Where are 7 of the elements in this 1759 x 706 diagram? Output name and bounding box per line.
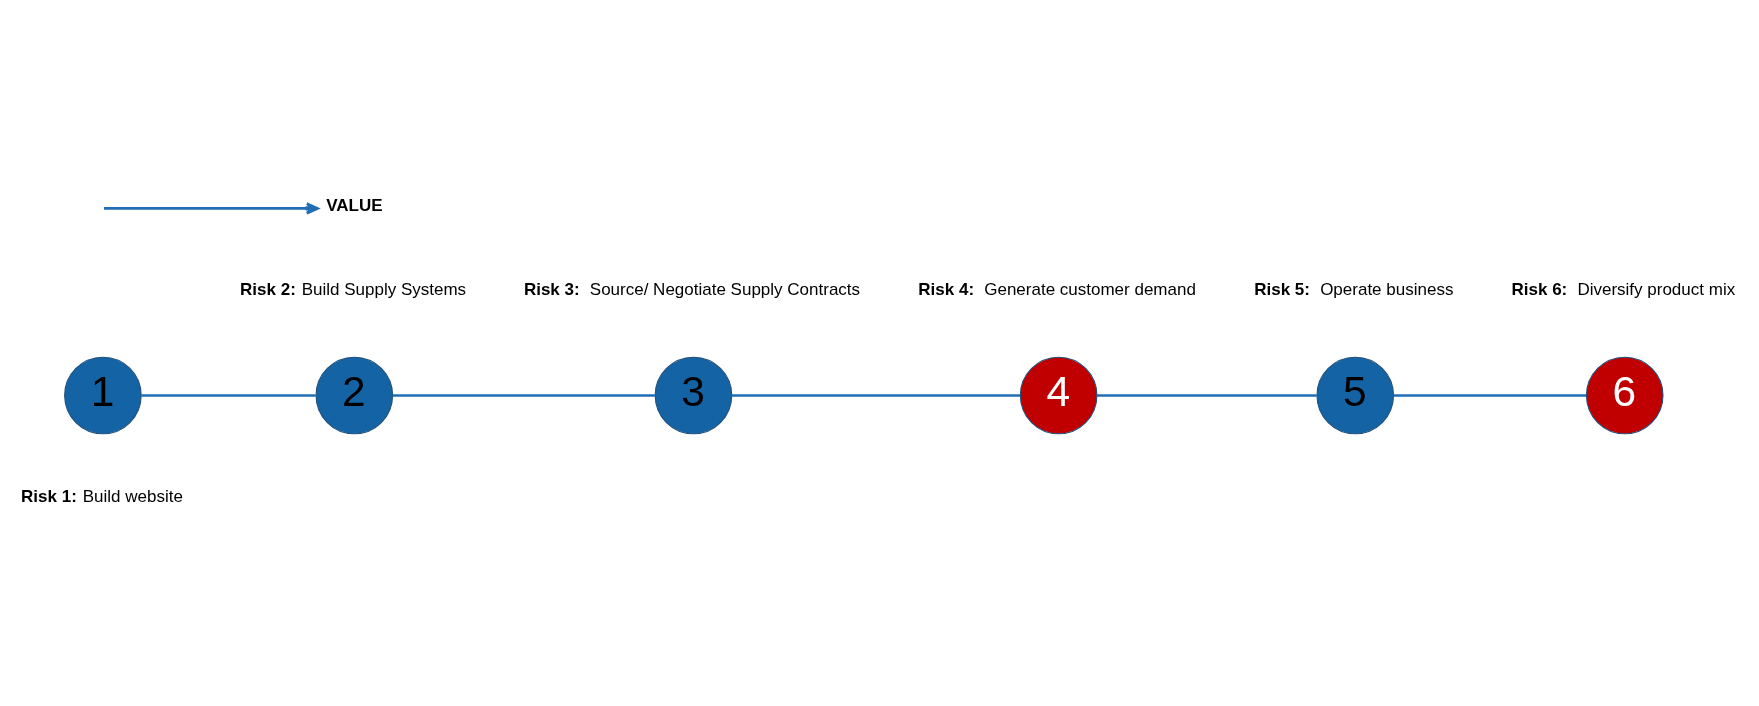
node-label: Risk 5: Operate business (1254, 279, 1454, 299)
node-label: Risk 1: Build website (21, 486, 183, 506)
node-label: Risk 4: Generate customer demand (918, 279, 1196, 299)
node-label: Risk 6: Diversify product mix (1511, 279, 1736, 299)
node-label: Risk 3: Source/ Negotiate Supply Contracts (523, 279, 861, 299)
node-label: Risk 2: Build Supply Systems (240, 279, 467, 299)
node-text: VALUE (326, 195, 383, 215)
